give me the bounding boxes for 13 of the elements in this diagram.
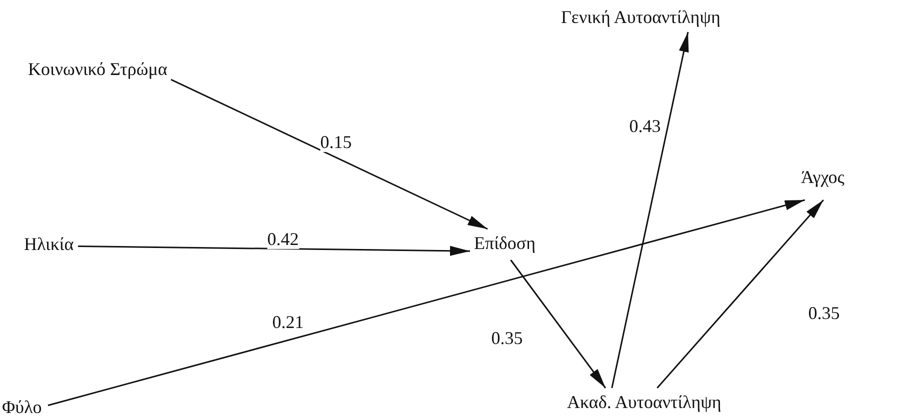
- variable-label: Επίδοση: [470, 229, 540, 260]
- variable-label: Κοινωνικό Στρώμα: [24, 56, 172, 82]
- variable-label: Άγχος: [797, 164, 848, 200]
- arrow: [78, 246, 470, 256]
- arrow: [170, 78, 488, 230]
- arrow: [656, 200, 824, 388]
- variable-label: Ακαδ. Αυτοαντίληψη: [563, 388, 726, 416]
- variable-label: Γενική Αυτοαντίληψη: [557, 4, 724, 32]
- arrow: [48, 199, 806, 406]
- variable-label: Ηλικία: [20, 230, 78, 258]
- variable-label: Φύλο: [0, 393, 48, 419]
- arrow: [510, 260, 606, 388]
- arrow: [611, 32, 689, 388]
